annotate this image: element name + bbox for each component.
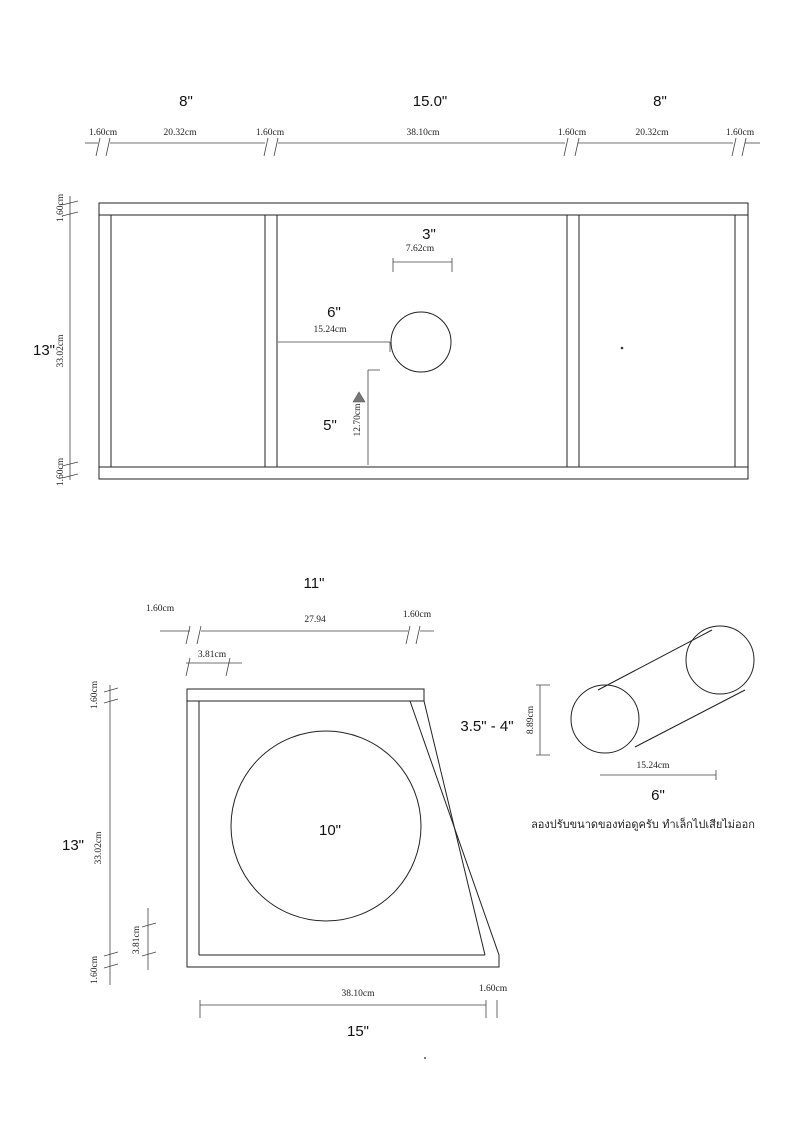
port-offset-cm: 15.24cm <box>314 325 348 335</box>
port-height-cm: 12.70cm <box>353 403 363 437</box>
side-bottom-offset-cm: 3.81cm <box>132 925 142 954</box>
top-bottom-wall-cm: 1.60cm <box>56 457 66 486</box>
side-wall-right-cm: 1.60cm <box>403 610 432 620</box>
tube-top-edge <box>597 629 713 691</box>
tube-diameter-inch: 3.5" - 4" <box>460 718 513 735</box>
top-right-chamber-inch: 8" <box>653 93 667 110</box>
port-width-inch: 3" <box>422 226 436 243</box>
top-wall-2-cm: 1.60cm <box>256 128 285 138</box>
side-height-cm: 33.02cm <box>94 831 104 865</box>
side-bottom-wall-cm: 1.60cm <box>90 955 100 984</box>
tube-length-cm: 15.24cm <box>637 761 671 771</box>
top-center-chamber-cm: 38.10cm <box>407 128 441 138</box>
side-bottom-width-inch: 15" <box>347 1023 369 1040</box>
side-top-width-cm: 27.94 <box>304 615 326 625</box>
top-left-chamber-cm: 20.32cm <box>164 128 198 138</box>
tube-length-inch: 6" <box>651 787 665 804</box>
top-wall-3-cm: 1.60cm <box>558 128 587 138</box>
top-wall-1-cm: 1.60cm <box>89 128 118 138</box>
port-hole <box>390 311 452 373</box>
top-center-chamber-inch: 15.0" <box>413 93 448 110</box>
tube-bottom-edge <box>634 689 746 748</box>
side-top-wall-cm: 1.60cm <box>90 680 100 709</box>
top-view: 8" 15.0" 8" 1.60cm 20.32cm 1.60cm 38.10c… <box>33 93 760 486</box>
driver-size-inch: 10" <box>319 822 341 839</box>
side-view: 11" 1.60cm 27.94 1.60cm 3.81cm 10" 1.60c… <box>62 575 508 1040</box>
port-tube: 3.5" - 4" 8.89cm 15.24cm 6" ลองปรับขนาดข… <box>460 625 755 831</box>
side-bottom-width-cm: 38.10cm <box>342 989 376 999</box>
top-height-cm: 33.02cm <box>56 334 66 368</box>
side-inner-offset-cm: 3.81cm <box>198 650 227 660</box>
top-height-inch: 13" <box>33 342 55 359</box>
side-outer-box <box>186 688 500 968</box>
port-height-inch: 5" <box>323 417 337 434</box>
tube-back-opening <box>685 625 755 695</box>
top-dimension-line <box>85 137 760 157</box>
top-right-chamber-cm: 20.32cm <box>636 128 670 138</box>
port-offset-inch: 6" <box>327 304 341 321</box>
top-top-wall-cm: 1.60cm <box>56 193 66 222</box>
top-wall-4-cm: 1.60cm <box>726 128 755 138</box>
tube-diameter-cm: 8.89cm <box>526 705 536 734</box>
side-height-inch: 13" <box>62 837 84 854</box>
tube-note: ลองปรับขนาดของท่อดูครับ ทำเล็กไปเสียไม่อ… <box>531 817 755 831</box>
side-top-width-inch: 11" <box>304 575 325 592</box>
port-width-cm: 7.62cm <box>406 244 435 254</box>
port-height-arrow-icon <box>352 391 366 403</box>
side-wall-left-cm: 1.60cm <box>146 604 175 614</box>
side-slanted-inner-wall <box>423 700 486 956</box>
tube-front-opening <box>570 684 640 754</box>
driver-circle <box>230 730 422 922</box>
side-bottom-wall-right-cm: 1.60cm <box>479 984 508 994</box>
top-outer-box <box>98 202 749 480</box>
top-left-chamber-inch: 8" <box>179 93 193 110</box>
